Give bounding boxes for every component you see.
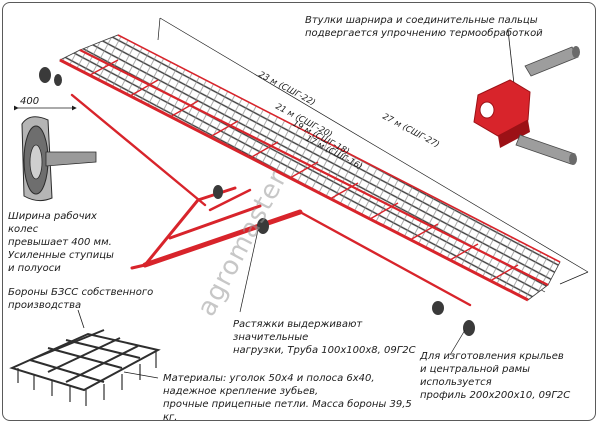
wheel-icon (257, 218, 269, 234)
harrow-sections-outer (79, 34, 561, 286)
wheel-icon (432, 301, 444, 315)
wheel-icon (29, 144, 43, 180)
transport-wheels (39, 67, 475, 336)
leader-lines (239, 229, 466, 356)
width-27m: 27 м (СШГ-27) (381, 112, 441, 150)
hinge-detail (473, 29, 580, 165)
wheel-icon (463, 320, 475, 336)
wheel-dimension: 400 (20, 96, 39, 107)
harrow-detail (9, 309, 161, 406)
note-frame-profile: Для изготовления крыльев и центральной р… (420, 351, 571, 401)
pin-icon (524, 46, 580, 77)
note-wheels: Ширина рабочих колес превышает 400 мм. У… (8, 211, 114, 274)
central-frame (70, 93, 472, 307)
harrow-wing (59, 34, 561, 302)
sheet-frame (2, 2, 596, 421)
wheel-icon (39, 67, 51, 83)
wheel-detail (14, 105, 97, 202)
note-harrows: Бороны БЗСС собственного производства (8, 287, 154, 311)
pin-icon (515, 134, 577, 165)
note-bushings: Втулки шарнира и соединительные пальцы п… (305, 15, 543, 39)
note-braces: Растяжки выдерживают значительные нагруз… (233, 319, 416, 356)
note-materials: Материалы: уголок 50х4 и полоса 6х40, на… (163, 373, 412, 423)
wheel-icon (213, 185, 223, 199)
width-23m: 23 м (СШГ-22) (257, 70, 317, 108)
harrow-section-icon (9, 329, 161, 392)
harrow-sections (59, 49, 549, 301)
